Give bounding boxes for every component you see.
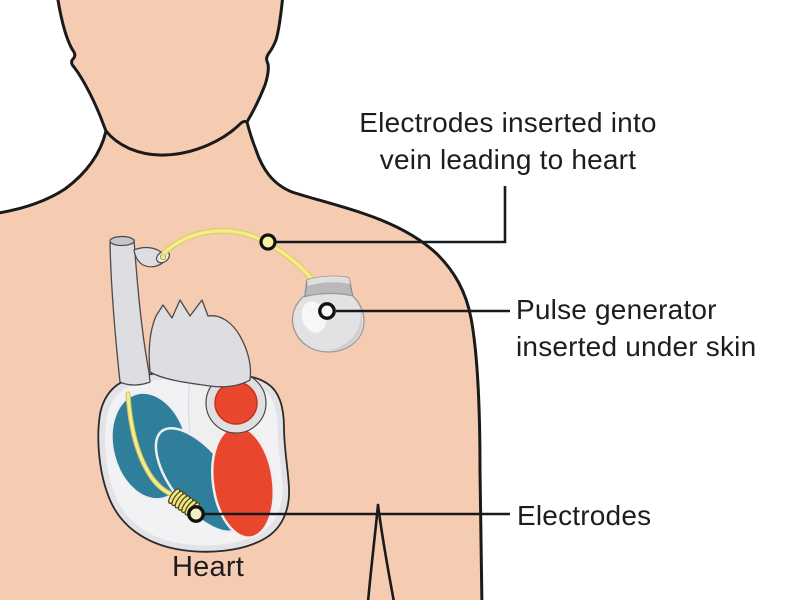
label-pulse-generator-line2: inserted under skin [516,331,757,362]
vena-cava-opening [109,235,135,247]
callouts [204,186,510,516]
label-heart: Heart [172,551,244,583]
heart-illustration [97,235,290,553]
vena-cava [109,239,151,386]
chin-neck-line [104,119,249,157]
callout-marker-lead [259,233,277,251]
label-electrodes-vein: Electrodes inserted into vein leading to… [330,104,686,178]
pulse-generator [291,275,365,353]
callout-marker-generator [318,302,336,320]
lead-in-heart [126,392,173,496]
pulmonary-bulb [214,381,258,425]
label-electrodes-vein-line1: Electrodes inserted into [359,107,657,138]
label-pulse-generator-line1: Pulse generator [516,294,717,325]
callout-line-lead [275,186,507,244]
generator-shadow [328,301,363,351]
label-pulse-generator: Pulse generator inserted under skin [516,291,756,365]
label-electrodes-vein-line2: vein leading to heart [379,144,637,175]
great-vessels [148,299,252,388]
callout-marker-electrodes [187,505,205,523]
generator-connector-top [307,276,350,286]
label-electrodes: Electrodes [517,500,652,531]
